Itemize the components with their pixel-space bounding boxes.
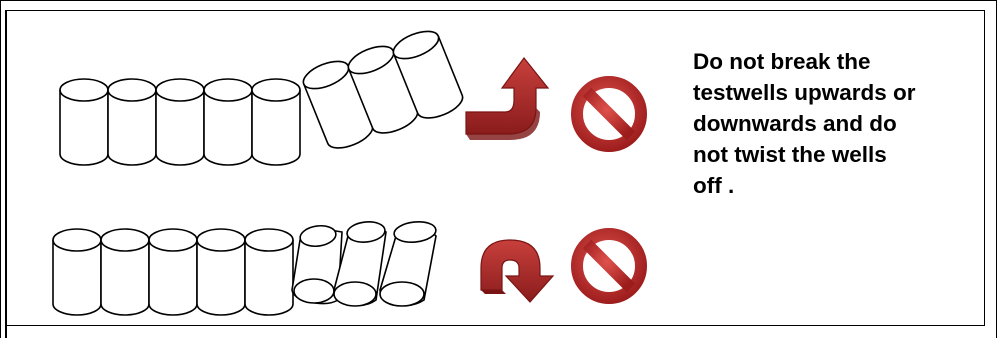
prohibition-icon (577, 234, 641, 298)
top-well-3 (156, 79, 204, 165)
bottom-well-1 (53, 229, 101, 315)
bottom-well-3 (149, 229, 197, 315)
bottom-well-2 (101, 229, 149, 315)
top-well-4 (204, 79, 252, 165)
curved-over-arrow-icon (481, 240, 553, 302)
top-well-2 (108, 79, 156, 165)
curved-up-arrow-icon (466, 58, 548, 140)
bottom-well-8-twisted (380, 220, 437, 306)
top-well-1 (60, 79, 108, 165)
bottom-well-5 (245, 229, 293, 315)
bottom-well-strip (53, 220, 437, 315)
bottom-well-4 (197, 229, 245, 315)
top-well-5 (252, 79, 300, 165)
prohibition-icon (577, 82, 641, 146)
instruction-text: Do not break the testwells upwards or do… (693, 46, 983, 201)
top-well-strip (60, 26, 466, 165)
